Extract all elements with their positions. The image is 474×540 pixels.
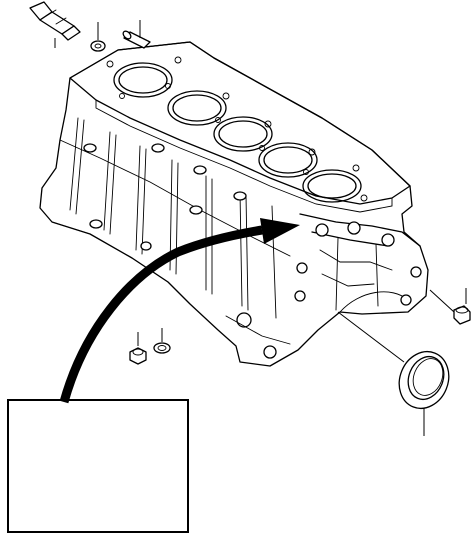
crankshaft-seal-icon <box>337 311 450 436</box>
oil-jet-valve-icon <box>29 1 81 48</box>
detail-arrow <box>59 218 300 404</box>
sealing-washer-icon <box>90 22 106 52</box>
engine-block <box>39 41 429 367</box>
plug-washer-icon <box>153 328 171 354</box>
cap-plug-icon <box>429 288 471 325</box>
drain-plug-icon <box>129 332 147 365</box>
inset-box <box>7 399 189 533</box>
guide-pin-icon <box>122 20 151 49</box>
